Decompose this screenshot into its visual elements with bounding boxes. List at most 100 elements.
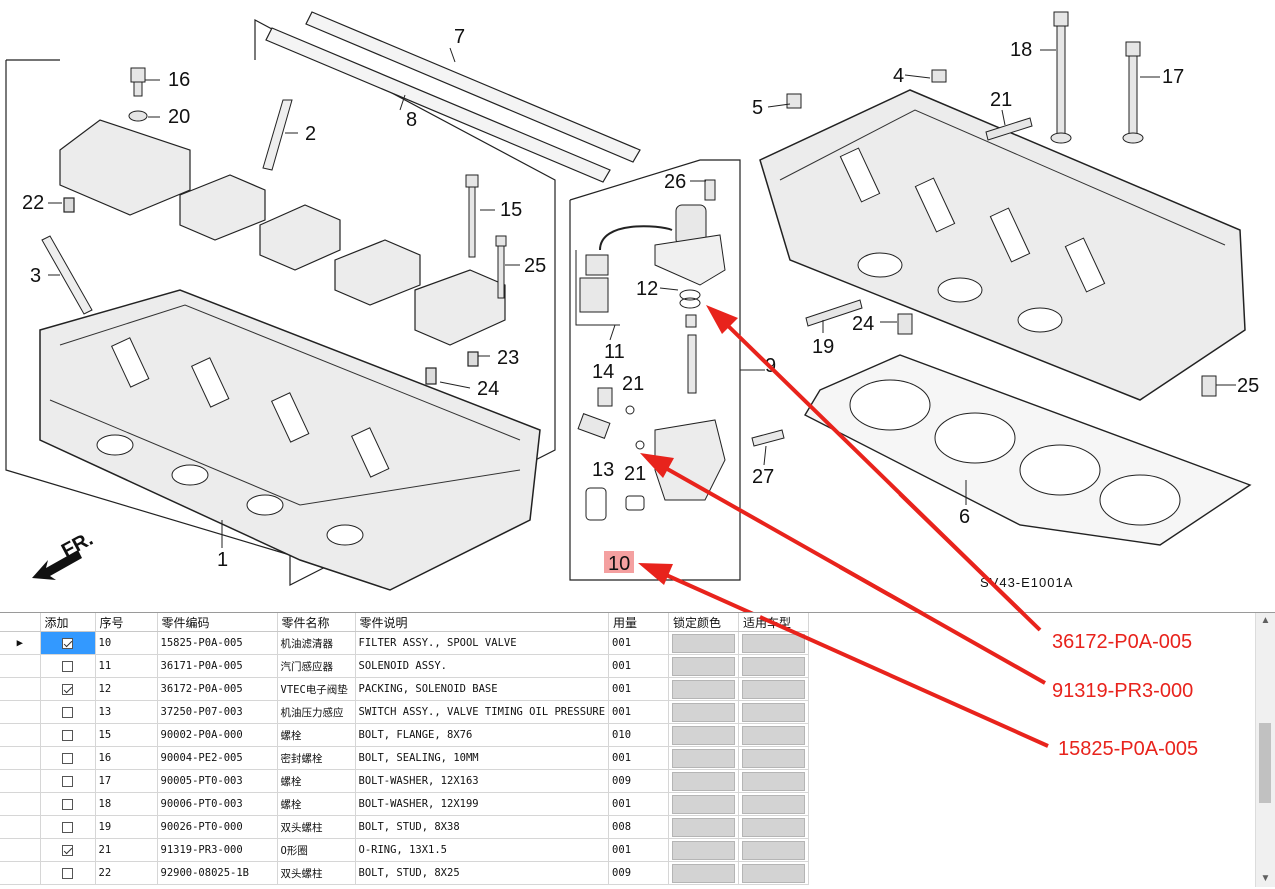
cell-no[interactable]: 13 [95,700,158,724]
cell-code[interactable]: 36172-P0A-005 [157,677,278,701]
add-checkbox-cell[interactable] [40,746,96,770]
cell-applicable-model[interactable] [738,723,810,747]
cell-lock-color[interactable] [668,838,740,862]
add-checkbox-cell[interactable] [40,792,96,816]
cell-qty[interactable]: 009 [608,769,670,793]
cell-desc[interactable]: BOLT, STUD, 8X38 [355,815,610,839]
cell-name[interactable]: 螺栓 [277,769,356,793]
add-checkbox-cell[interactable] [40,815,96,839]
cell-desc[interactable]: BOLT-WASHER, 12X163 [355,769,610,793]
cell-applicable-model[interactable] [738,631,810,655]
cell-applicable-model[interactable] [738,838,810,862]
add-checkbox-cell[interactable] [40,769,96,793]
cell-applicable-model[interactable] [738,700,810,724]
cell-desc[interactable]: BOLT-WASHER, 12X199 [355,792,610,816]
cell-name[interactable]: 双头螺柱 [277,861,356,885]
add-checkbox-cell[interactable] [40,723,96,747]
add-checkbox-cell[interactable] [40,677,96,701]
cell-code[interactable]: 90002-P0A-000 [157,723,278,747]
scroll-down-icon[interactable]: ▼ [1260,873,1271,884]
cell-no[interactable]: 18 [95,792,158,816]
cell-lock-color[interactable] [668,631,740,655]
cell-code[interactable]: 90006-PT0-003 [157,792,278,816]
cell-code[interactable]: 90005-PT0-003 [157,769,278,793]
row-indicator[interactable] [0,723,41,747]
add-checkbox[interactable] [62,637,73,649]
add-checkbox[interactable] [62,706,73,718]
column-header-qty[interactable]: 用量 [608,613,670,632]
add-checkbox-cell[interactable] [40,631,96,655]
cell-qty[interactable]: 001 [608,654,670,678]
cell-name[interactable]: O形圈 [277,838,356,862]
add-checkbox-cell[interactable] [40,654,96,678]
cell-no[interactable]: 22 [95,861,158,885]
add-checkbox[interactable] [62,683,73,695]
cell-applicable-model[interactable] [738,769,810,793]
column-header-code[interactable]: 零件编码 [157,613,278,632]
cell-qty[interactable]: 001 [608,838,670,862]
cell-applicable-model[interactable] [738,861,810,885]
cell-desc[interactable]: SOLENOID ASSY. [355,654,610,678]
scroll-up-icon[interactable]: ▲ [1260,615,1271,626]
cell-desc[interactable]: O-RING, 13X1.5 [355,838,610,862]
cell-no[interactable]: 19 [95,815,158,839]
column-header-color[interactable]: 锁定颜色 [668,613,740,632]
cell-lock-color[interactable] [668,654,740,678]
add-checkbox[interactable] [62,752,73,764]
add-checkbox-cell[interactable] [40,861,96,885]
cell-no[interactable]: 15 [95,723,158,747]
column-header-model[interactable]: 适用车型 [738,613,810,632]
cell-code[interactable]: 90026-PT0-000 [157,815,278,839]
cell-name[interactable]: VTEC电子阀垫 [277,677,356,701]
add-checkbox[interactable] [62,798,73,810]
cell-applicable-model[interactable] [738,654,810,678]
cell-name[interactable]: 双头螺柱 [277,815,356,839]
add-checkbox-cell[interactable] [40,700,96,724]
cell-no[interactable]: 11 [95,654,158,678]
cell-name[interactable]: 机油压力感应 [277,700,356,724]
add-checkbox[interactable] [62,821,73,833]
add-checkbox[interactable] [62,660,73,672]
row-indicator[interactable] [0,677,41,701]
add-checkbox[interactable] [62,867,73,879]
cell-applicable-model[interactable] [738,815,810,839]
cell-name[interactable]: 螺栓 [277,723,356,747]
cell-name[interactable]: 机油滤清器 [277,631,356,655]
cell-qty[interactable]: 001 [608,631,670,655]
cell-no[interactable]: 21 [95,838,158,862]
cell-applicable-model[interactable] [738,746,810,770]
cell-name[interactable]: 密封螺栓 [277,746,356,770]
row-indicator[interactable] [0,769,41,793]
row-indicator[interactable] [0,861,41,885]
cell-lock-color[interactable] [668,815,740,839]
cell-qty[interactable]: 008 [608,815,670,839]
cell-qty[interactable]: 010 [608,723,670,747]
row-indicator[interactable] [0,746,41,770]
column-header-desc[interactable]: 零件说明 [355,613,610,632]
cell-no[interactable]: 16 [95,746,158,770]
cell-code[interactable]: 91319-PR3-000 [157,838,278,862]
cell-no[interactable]: 17 [95,769,158,793]
vertical-scrollbar[interactable]: ▲ ▼ [1255,613,1275,887]
cell-code[interactable]: 92900-08025-1B [157,861,278,885]
column-header-add[interactable]: 添加 [40,613,96,632]
add-checkbox-cell[interactable] [40,838,96,862]
cell-lock-color[interactable] [668,746,740,770]
cell-qty[interactable]: 001 [608,746,670,770]
add-checkbox[interactable] [62,844,73,856]
cell-code[interactable]: 36171-P0A-005 [157,654,278,678]
cell-code[interactable]: 37250-P07-003 [157,700,278,724]
cell-desc[interactable]: FILTER ASSY., SPOOL VALVE [355,631,610,655]
row-indicator[interactable] [0,838,41,862]
cell-code[interactable]: 15825-P0A-005 [157,631,278,655]
cell-lock-color[interactable] [668,861,740,885]
